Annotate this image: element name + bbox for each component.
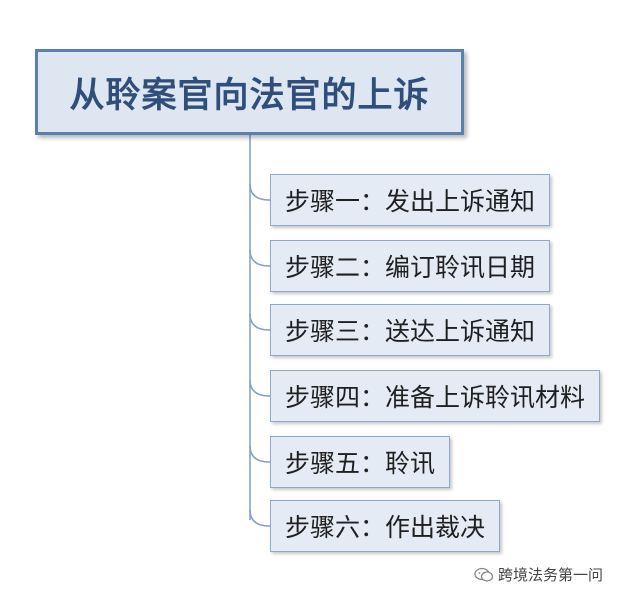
branch-step-5 — [249, 445, 271, 463]
branch-step-2 — [249, 249, 271, 267]
branch-step-4 — [249, 379, 271, 397]
diagram-title: 从聆案官向法官的上诉 — [69, 75, 430, 116]
step-label: 步骤三：送达上诉通知 — [285, 317, 536, 346]
branch-step-3 — [249, 313, 271, 331]
watermark-text: 跨境法务第一问 — [498, 566, 604, 584]
step-node-3: 步骤三：送达上诉通知 — [270, 304, 551, 356]
step-label: 步骤五：聆讯 — [285, 449, 436, 478]
branch-step-1 — [249, 183, 271, 201]
branch-step-6 — [249, 509, 271, 527]
step-node-6: 步骤六：作出裁决 — [270, 500, 501, 552]
step-label: 步骤六：作出裁决 — [285, 513, 486, 542]
watermark: 跨境法务第一问 — [474, 564, 603, 585]
step-label: 步骤二：编订聆讯日期 — [285, 253, 536, 282]
step-label: 步骤一：发出上诉通知 — [285, 187, 536, 216]
step-node-1: 步骤一：发出上诉通知 — [270, 174, 551, 226]
step-node-4: 步骤四：准备上诉聆讯材料 — [270, 370, 601, 422]
step-node-5: 步骤五：聆讯 — [270, 436, 451, 488]
root-node: 从聆案官向法官的上诉 — [35, 49, 464, 135]
step-node-2: 步骤二：编订聆讯日期 — [270, 240, 551, 292]
wechat-icon — [474, 567, 494, 583]
step-label: 步骤四：准备上诉聆讯材料 — [285, 383, 586, 412]
